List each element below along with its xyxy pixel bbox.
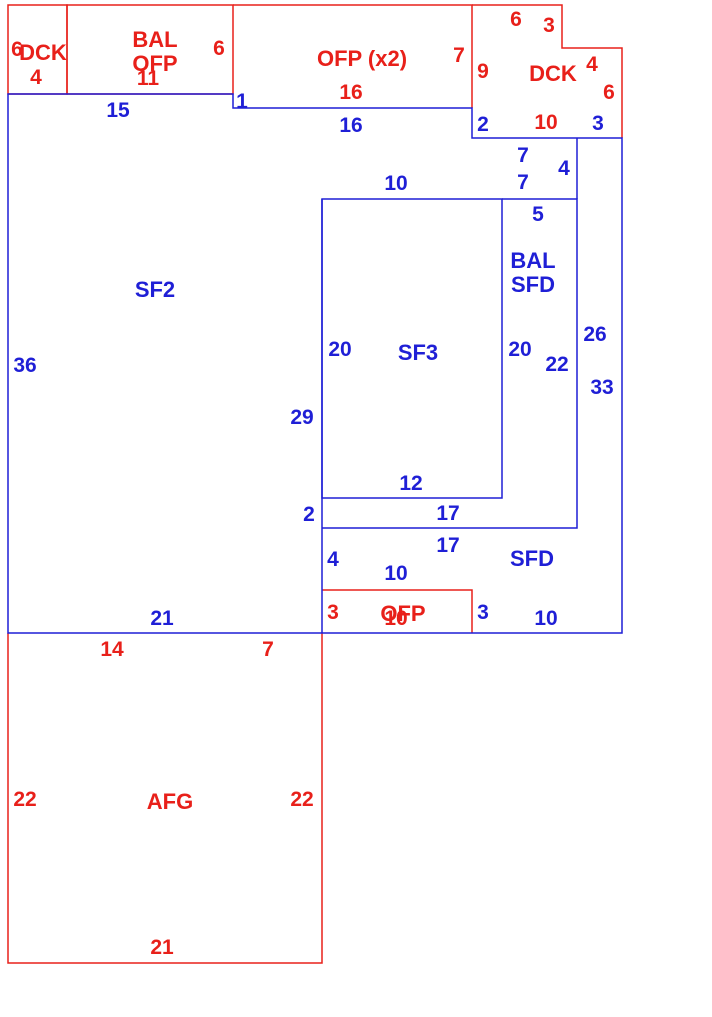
area-label-dck-left: DCK xyxy=(19,40,67,65)
dim-label: 10 xyxy=(384,562,407,585)
dim-label: 4 xyxy=(558,157,570,180)
dim-label: 10 xyxy=(534,111,557,134)
dim-label: 3 xyxy=(592,112,604,135)
dim-label: 20 xyxy=(328,338,351,361)
dim-label: 1 xyxy=(236,90,248,113)
dim-label: 4 xyxy=(586,53,598,76)
dim-label: 22 xyxy=(545,353,568,376)
dim-label: 29 xyxy=(290,406,313,429)
area-label-dck-right: DCK xyxy=(529,61,577,86)
dim-label: 22 xyxy=(290,788,313,811)
bal-sfd-outline xyxy=(322,198,578,529)
dim-label: 2 xyxy=(477,113,489,136)
dim-label: 6 xyxy=(603,81,615,104)
dck-right-outline xyxy=(472,4,623,138)
dim-label: 16 xyxy=(339,114,362,137)
area-label-sf3: SF3 xyxy=(398,340,438,365)
dim-label: 6 xyxy=(510,8,522,31)
dim-label: 3 xyxy=(327,601,339,624)
dim-label: 16 xyxy=(339,81,362,104)
dim-label: 10 xyxy=(384,172,407,195)
red-outlines xyxy=(7,4,623,964)
dim-label: 7 xyxy=(517,171,529,194)
blue-outlines xyxy=(7,93,623,634)
dim-label: 6 xyxy=(213,37,225,60)
dim-label: 20 xyxy=(508,338,531,361)
area-label-bal: BAL xyxy=(132,27,177,52)
dim-label: 12 xyxy=(399,472,422,495)
area-label-afg: AFG xyxy=(147,789,193,814)
afg-outline xyxy=(7,633,323,964)
dim-label: 3 xyxy=(477,601,489,624)
dim-label: 11 xyxy=(137,67,160,90)
dim-label: 21 xyxy=(150,936,174,959)
area-label-ofp-bottom: OFP xyxy=(380,601,425,626)
dim-label: 3 xyxy=(543,14,555,37)
dim-label: 17 xyxy=(436,534,459,557)
dim-label: 4 xyxy=(327,548,339,571)
dim-label: 36 xyxy=(13,354,36,377)
dim-label: 26 xyxy=(583,323,606,346)
dim-label: 22 xyxy=(13,788,36,811)
area-label-bal-2: BAL xyxy=(510,248,555,273)
dim-label: 2 xyxy=(303,503,315,526)
area-label-sfd: SFD xyxy=(510,546,554,571)
dim-label: 9 xyxy=(477,60,489,83)
dim-label: 7 xyxy=(517,144,529,167)
dim-label: 21 xyxy=(150,607,174,630)
ofp-bottom-outline xyxy=(322,589,473,633)
dim-label: 15 xyxy=(106,99,130,122)
dim-label: 33 xyxy=(590,376,613,399)
dim-label: 4 xyxy=(30,66,42,89)
area-label-sf2: SF2 xyxy=(135,277,175,302)
dim-label: 7 xyxy=(453,44,465,67)
dim-label: 7 xyxy=(262,638,274,661)
area-label-ofp-x2: OFP (x2) xyxy=(317,46,407,71)
dim-label: 6 xyxy=(11,38,23,61)
area-label-sfd-2: SFD xyxy=(511,272,555,297)
dim-label: 14 xyxy=(100,638,124,661)
dim-label: 5 xyxy=(532,203,544,226)
area-label-ofp: OFP xyxy=(132,51,177,76)
dim-label: 10 xyxy=(384,607,407,630)
dim-label: 17 xyxy=(436,502,459,525)
dim-label: 10 xyxy=(534,607,557,630)
house-outline xyxy=(7,93,623,634)
